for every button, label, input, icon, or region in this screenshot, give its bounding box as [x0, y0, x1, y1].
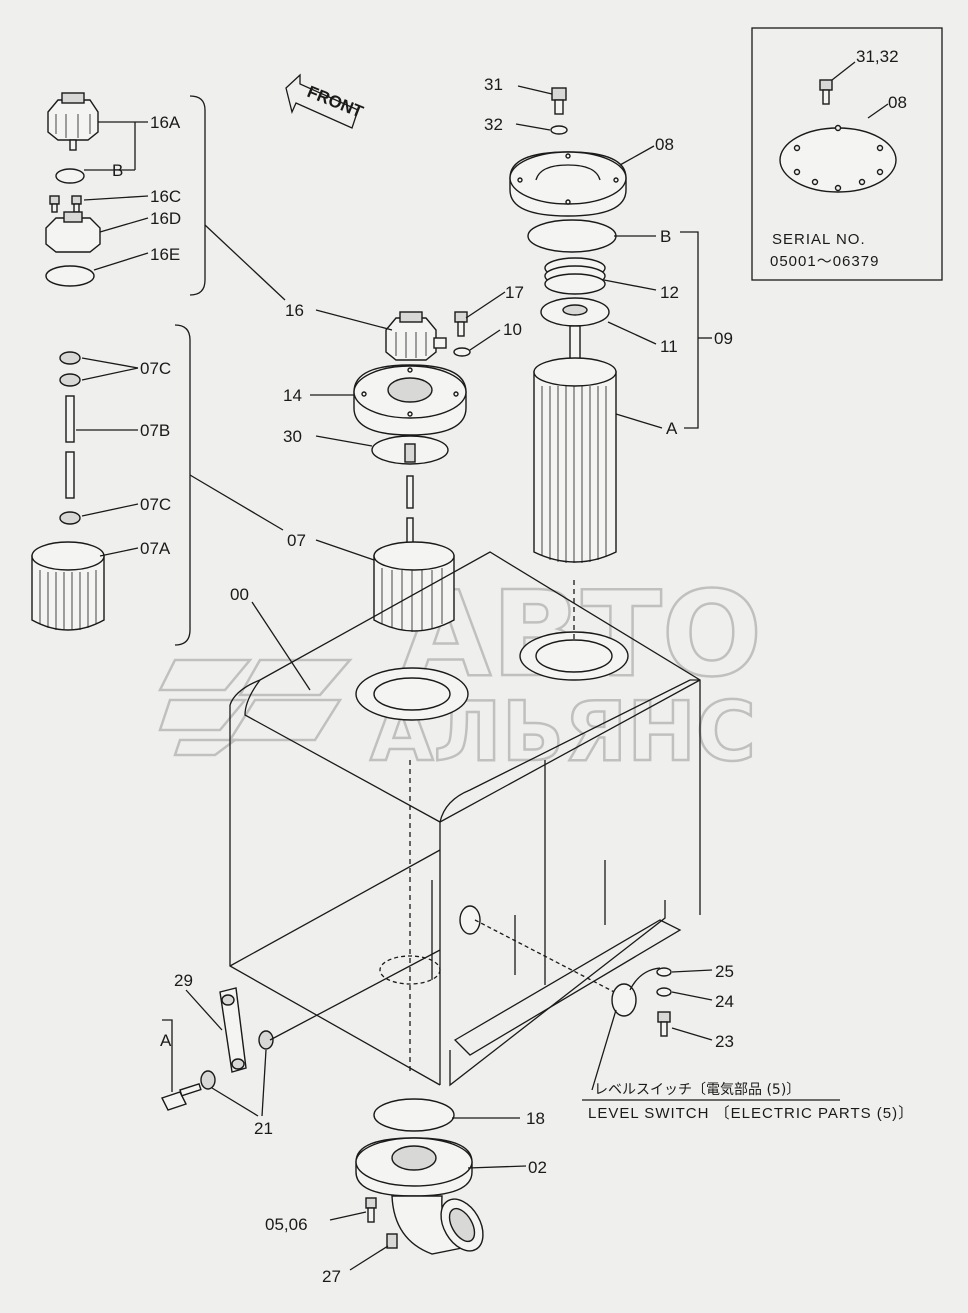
oring-18-icon: [373, 1098, 455, 1132]
inset-serial-label: SERIAL NO.: [772, 231, 866, 248]
callout-16D: 16D: [150, 209, 181, 228]
breather-16-icon: [385, 311, 447, 361]
callout-02: 02: [528, 1158, 547, 1177]
cover-14-icon: [353, 364, 467, 436]
callout-07A: 07A: [140, 539, 171, 558]
callout-07B: 07B: [140, 421, 170, 440]
inset-callout-screw: 31,32: [856, 47, 899, 66]
washer-25-icon: [656, 967, 672, 977]
cover-08-icon: [509, 151, 627, 217]
callout-08: 08: [655, 135, 674, 154]
adapter-16D-icon: [45, 211, 101, 253]
callout-00: 00: [230, 585, 249, 604]
gasket-16E-icon: [45, 265, 95, 287]
plug-27-icon: [386, 1233, 398, 1249]
callout-17: 17: [505, 283, 524, 302]
inset-serial-range: 05001～06379: [770, 253, 879, 270]
bolt-05-06-icon: [365, 1197, 377, 1223]
callout-31: 31: [484, 75, 503, 94]
oring-B-left-icon: [55, 168, 85, 184]
bolt-17-icon: [454, 311, 468, 337]
serial-inset: 31,32 08 SERIAL NO. 05001～06379: [751, 27, 943, 281]
inset-cover-plate-icon: [779, 124, 897, 193]
breather-cap-16A-icon: [47, 92, 99, 151]
callout-11: 11: [660, 337, 678, 356]
inset-callout-cover: 08: [888, 93, 907, 112]
screws-16C-icon: [49, 195, 82, 213]
callout-25: 25: [715, 962, 734, 981]
callout-16C: 16C: [150, 187, 181, 206]
callout-B-top: B: [660, 227, 671, 246]
callout-07: 07: [287, 531, 306, 550]
washer-24-icon: [656, 987, 672, 997]
level-switch-icon: [611, 967, 661, 1017]
bracket-16: [189, 95, 206, 296]
tank-00-icon: [229, 551, 701, 1087]
callout-16A: 16A: [150, 113, 181, 132]
callout-B-left: B: [112, 161, 123, 180]
callout-14: 14: [283, 386, 302, 405]
stud-07B-icon: [65, 395, 75, 499]
level-switch-label-en: LEVEL SWITCH 〔ELECTRIC PARTS (5)〕: [588, 1105, 914, 1122]
strainer-07-icon: [373, 541, 455, 632]
nuts-07C-icon: [59, 351, 81, 525]
watermark-logo-icon: [157, 658, 353, 757]
callout-12: 12: [660, 283, 679, 302]
spring-12-icon: [544, 257, 606, 295]
bolt-A-icon: [161, 1082, 202, 1111]
callout-18: 18: [526, 1109, 545, 1128]
washer-10-icon: [453, 347, 471, 357]
watermark: АВТО АЛЬЯНС: [157, 564, 763, 781]
filter-element-A-icon: [533, 357, 617, 563]
level-switch-label-jp: レベルスイッチ〔電気部品 (5)〕: [594, 1082, 800, 1098]
bracket-07: [174, 324, 191, 646]
callout-24: 24: [715, 992, 734, 1011]
strainer-07A-icon: [31, 541, 105, 631]
bolt-23-icon: [657, 1011, 671, 1037]
callout-05-06: 05,06: [265, 1215, 308, 1234]
callout-16E: 16E: [150, 245, 180, 264]
washer-32-icon: [550, 125, 568, 135]
callout-32: 32: [484, 115, 503, 134]
callout-21: 21: [254, 1119, 273, 1138]
callout-A-top: A: [666, 419, 678, 438]
front-arrow-label: FRONT: [305, 82, 367, 122]
callout-23: 23: [715, 1032, 734, 1051]
callout-07C-lower: 07C: [140, 495, 171, 514]
sight-gauge-29-icon: [219, 987, 247, 1073]
callout-30: 30: [283, 427, 302, 446]
valve-11-icon: [540, 297, 610, 365]
front-arrow: FRONT: [285, 73, 367, 129]
elbow-02-icon: [355, 1137, 484, 1255]
callout-27: 27: [322, 1267, 341, 1286]
callout-07C-upper: 07C: [140, 359, 171, 378]
callout-09: 09: [714, 329, 733, 348]
callout-10: 10: [503, 320, 522, 339]
inset-screw-icon: [819, 79, 833, 105]
oring-B-top-icon: [527, 219, 617, 253]
callout-A-bottom: A: [160, 1031, 172, 1050]
fittings-21-icon: [200, 1030, 274, 1090]
rod-07-icon: [404, 443, 416, 555]
bolt-31-icon: [551, 87, 567, 115]
callout-29: 29: [174, 971, 193, 990]
callout-16: 16: [285, 301, 304, 320]
